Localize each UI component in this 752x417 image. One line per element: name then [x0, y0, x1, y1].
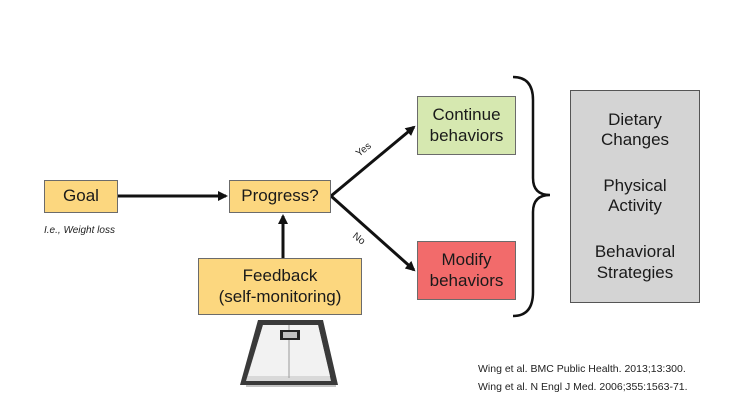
feedback-sublabel: (self-monitoring) — [218, 286, 342, 306]
outcome-line: Activity — [608, 196, 662, 216]
continue-label-line2: behaviors — [429, 125, 504, 145]
outcome-line: Physical — [603, 176, 667, 196]
curly-brace — [512, 75, 551, 318]
modify-label-line1: Modify — [441, 250, 492, 270]
reference-2: Wing et al. N Engl J Med. 2006;355:1563-… — [478, 381, 688, 393]
outcome-dietary-changes: Dietary Changes — [601, 110, 669, 151]
continue-label-line1: Continue — [432, 105, 501, 125]
arrow-progress-to-modify — [330, 194, 416, 272]
goal-note: I.e., Weight loss — [44, 225, 115, 236]
arrow-progress-to-continue — [330, 125, 416, 198]
outcomes-box: Dietary Changes Physical Activity Behavi… — [570, 90, 700, 303]
outcome-physical-activity: Physical Activity — [603, 176, 666, 217]
outcome-line: Changes — [600, 130, 670, 150]
outcome-behavioral-strategies: Behavioral Strategies — [595, 242, 675, 283]
progress-label: Progress? — [241, 186, 319, 206]
outcome-line: Dietary — [608, 109, 662, 129]
feedback-label: Feedback — [242, 266, 318, 286]
bathroom-scale-icon — [240, 320, 338, 387]
reference-1: Wing et al. BMC Public Health. 2013;13:3… — [478, 363, 686, 375]
modify-label-line2: behaviors — [429, 270, 504, 290]
edge-label-yes: Yes — [354, 141, 374, 160]
references: Wing et al. BMC Public Health. 2013;13:3… — [478, 360, 688, 396]
feedback-box: Feedback (self-monitoring) — [198, 258, 362, 315]
progress-box: Progress? — [229, 180, 331, 213]
outcome-line: Strategies — [596, 262, 674, 282]
outcome-line: Behavioral — [594, 242, 676, 262]
edge-label-no: No — [350, 231, 367, 248]
modify-behaviors-box: Modify behaviors — [417, 241, 516, 300]
continue-behaviors-box: Continue behaviors — [417, 96, 516, 155]
goal-label: Goal — [63, 186, 99, 206]
goal-box: Goal — [44, 180, 118, 213]
